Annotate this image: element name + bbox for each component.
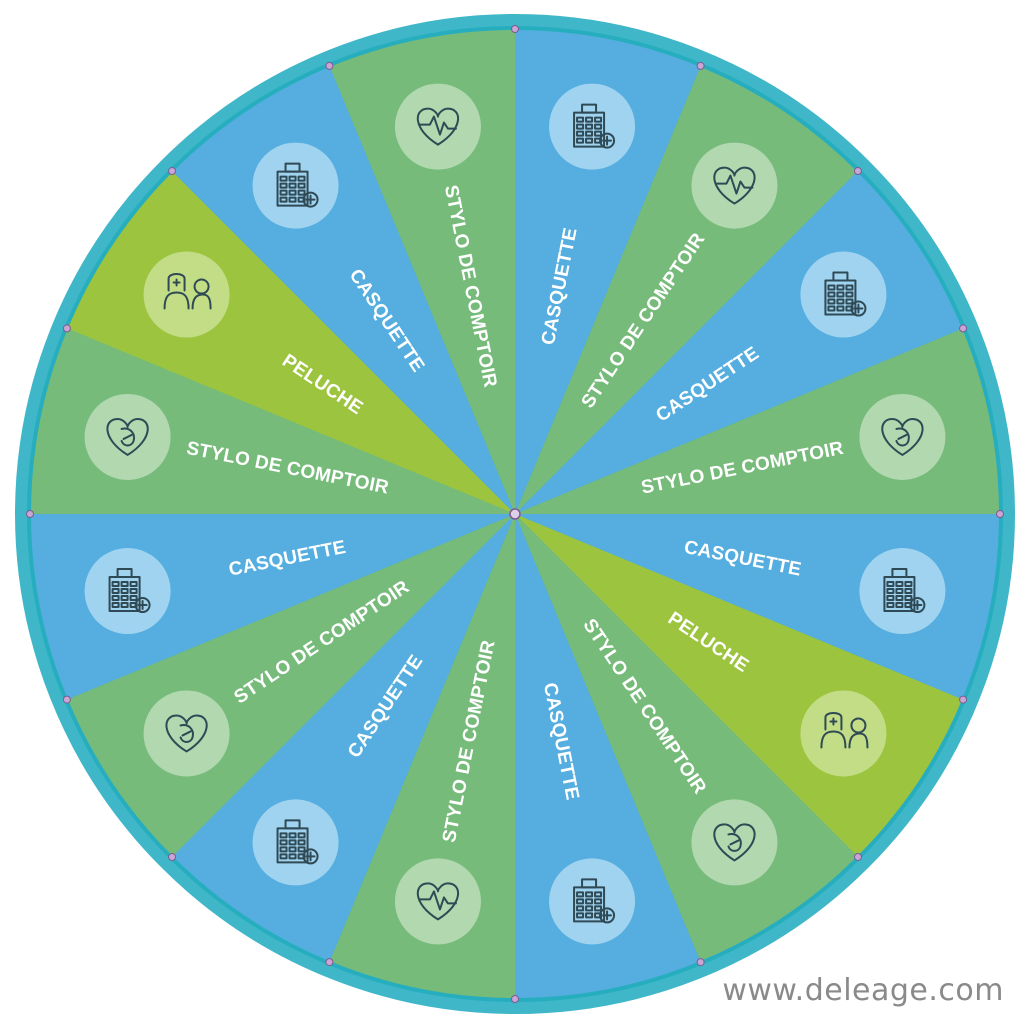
hospital-building-icon xyxy=(549,858,636,945)
rim-marker xyxy=(853,167,862,176)
wheel-segment: CASQUETTE xyxy=(515,514,999,700)
wheel-segment: CASQUETTE xyxy=(172,514,515,962)
wheel-segment: CASQUETTE xyxy=(172,66,515,514)
heart-baby-icon xyxy=(143,690,230,777)
hospital-building-icon xyxy=(800,251,887,338)
rim-marker xyxy=(62,324,71,333)
wheel-segment: CASQUETTE xyxy=(515,30,701,514)
wheel-segment: STYLO DE COMPTOIR xyxy=(515,66,858,514)
hospital-building-icon xyxy=(859,548,946,635)
footer-url: www.deleage.com xyxy=(722,973,1004,1008)
rim-marker xyxy=(959,695,968,704)
rim-marker xyxy=(62,695,71,704)
heart-pulse-icon xyxy=(394,83,481,170)
rim-marker xyxy=(696,61,705,70)
rim-marker xyxy=(511,25,519,33)
heart-baby-icon xyxy=(84,393,171,480)
rim-markers xyxy=(26,25,1004,1003)
rim-marker xyxy=(26,510,34,518)
rim-marker xyxy=(959,324,968,333)
heart-baby-icon xyxy=(859,393,946,480)
rim-marker xyxy=(325,61,334,70)
hospital-building-icon xyxy=(84,548,171,635)
rim-marker xyxy=(853,852,862,861)
heart-baby-icon xyxy=(691,799,778,886)
heart-pulse-icon xyxy=(394,858,481,945)
hospital-building-icon xyxy=(252,799,339,886)
wheel-segment: CASQUETTE xyxy=(515,514,701,998)
rim-marker xyxy=(696,958,705,967)
rim-marker xyxy=(511,995,519,1003)
wheel-segment: CASQUETTE xyxy=(31,514,515,700)
heart-pulse-icon xyxy=(691,142,778,229)
rim-marker xyxy=(168,852,177,861)
wheel-segment: CASQUETTE xyxy=(515,171,963,514)
doctor-nurse-icon xyxy=(143,251,230,338)
rim-marker xyxy=(168,167,177,176)
doctor-nurse-icon xyxy=(800,690,887,777)
wheel-segment: PELUCHE xyxy=(515,514,963,857)
wheel-center-hub[interactable] xyxy=(509,508,521,520)
hospital-building-icon xyxy=(549,83,636,170)
hospital-building-icon xyxy=(252,142,339,229)
wheel-segment: STYLO DE COMPTOIR xyxy=(329,30,515,514)
wheel-segment: STYLO DE COMPTOIR xyxy=(329,514,515,998)
wheel-segment: STYLO DE COMPTOIR xyxy=(67,514,515,857)
rim-marker xyxy=(996,510,1004,518)
rim-marker xyxy=(325,958,334,967)
wheel-segment: PELUCHE xyxy=(67,171,515,514)
